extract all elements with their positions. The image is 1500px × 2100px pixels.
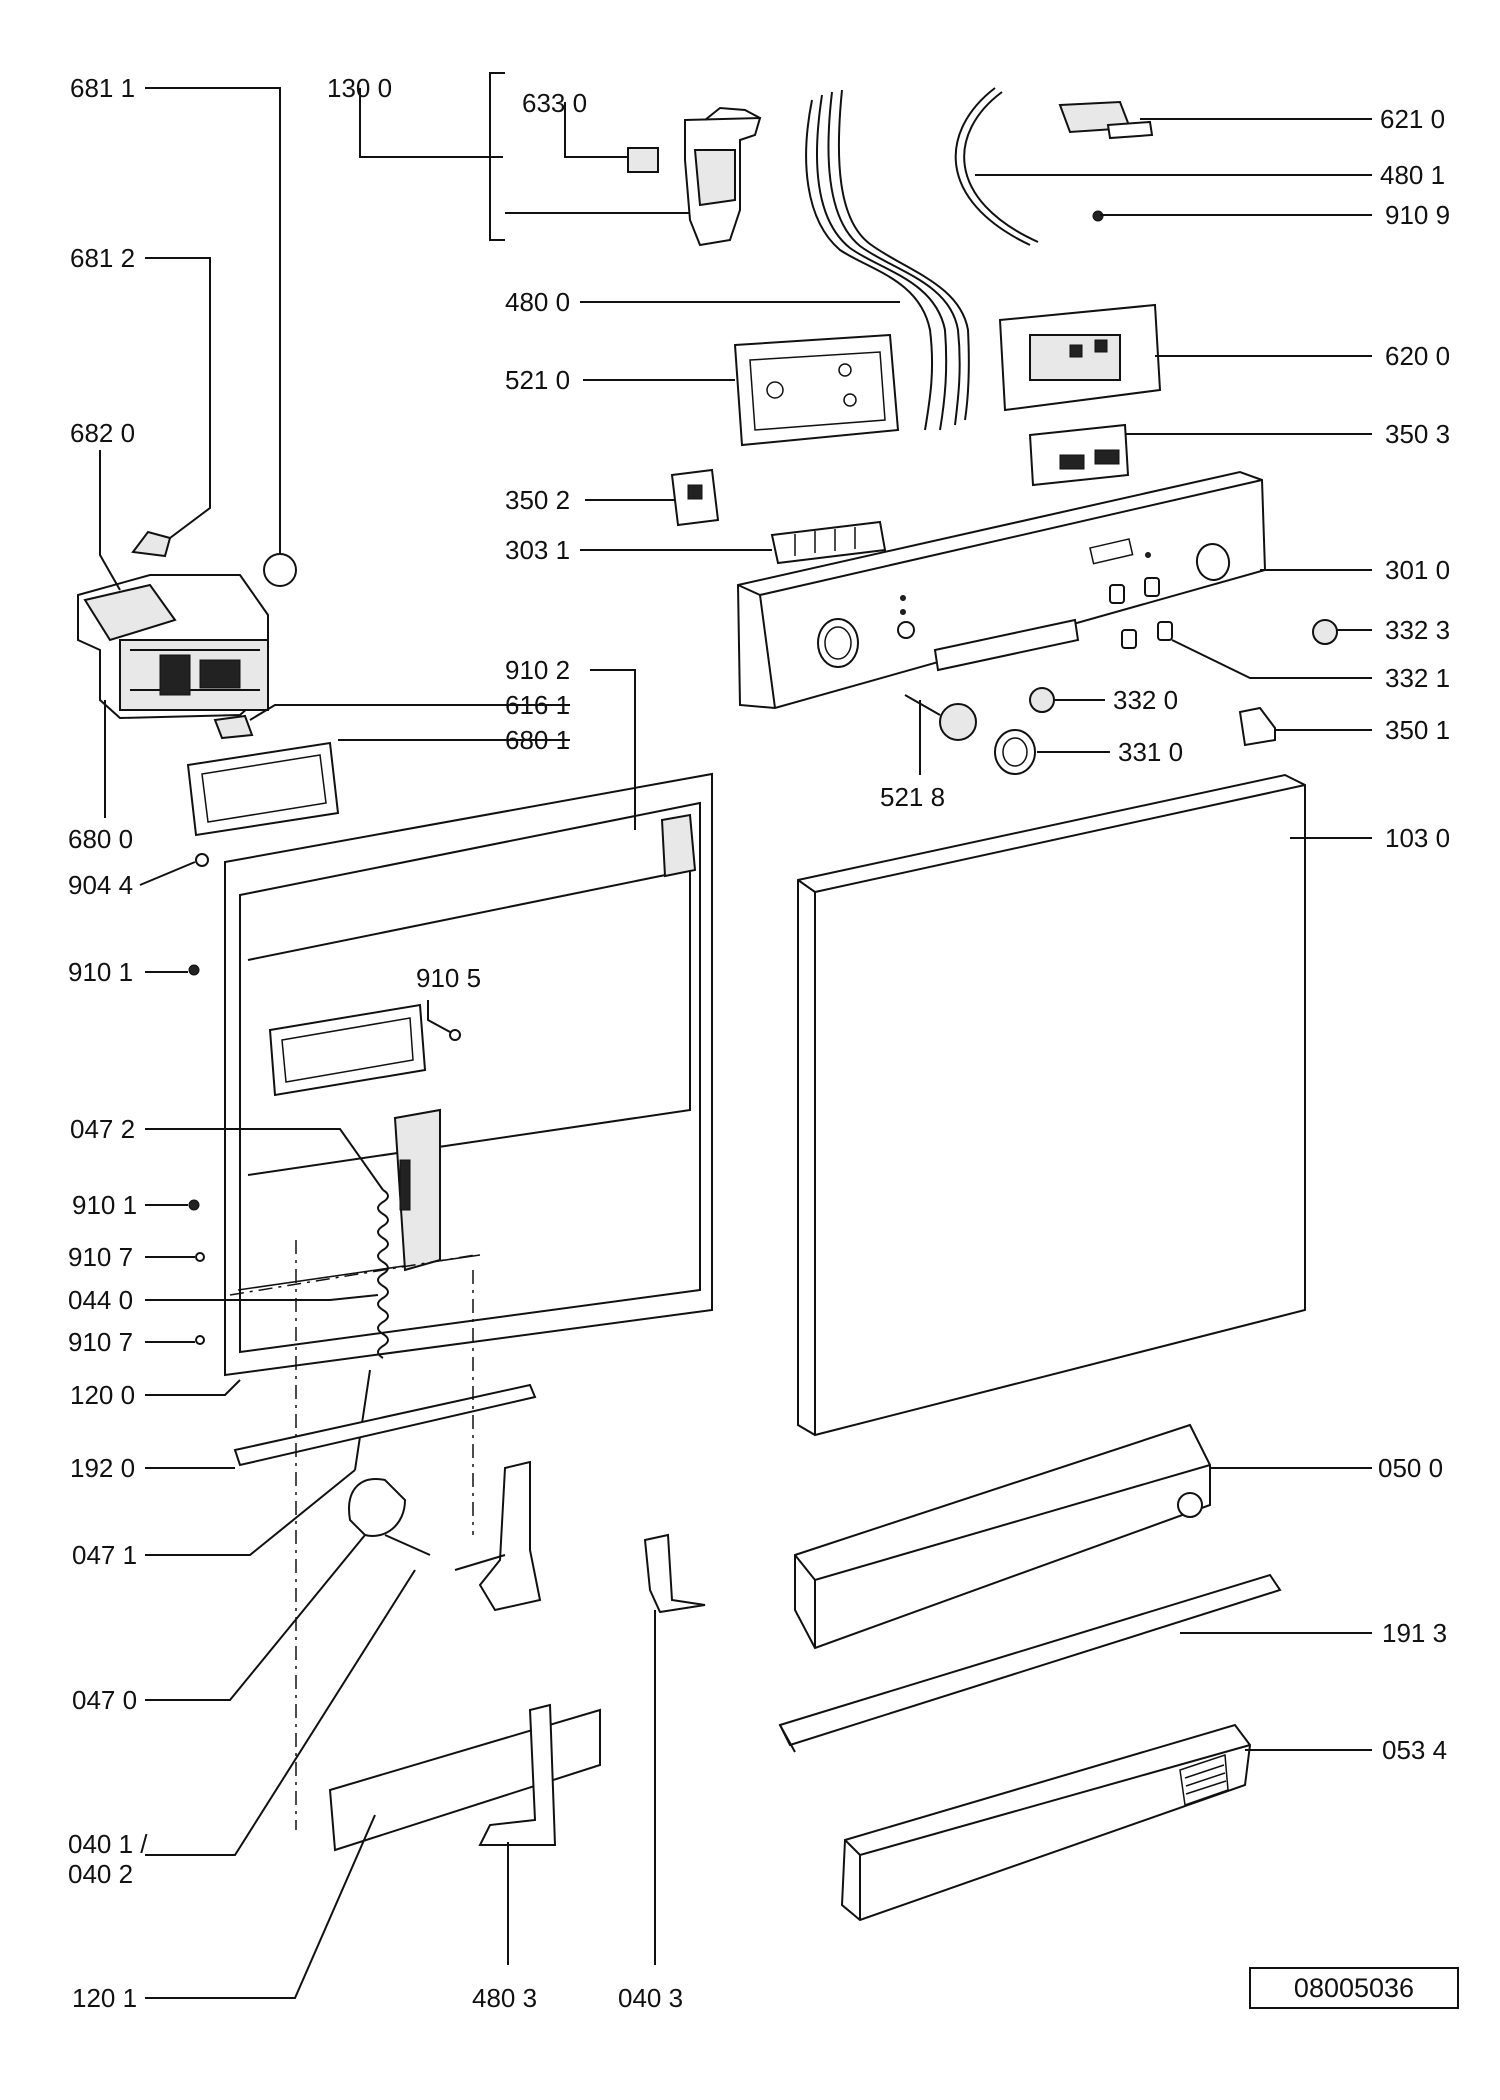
callout-053-4: 053 4 xyxy=(1382,1735,1447,1765)
part-040-1-hinge xyxy=(454,1460,542,1612)
callout-621-0: 621 0 xyxy=(1380,104,1445,134)
callout-303-1: 303 1 xyxy=(505,535,570,565)
part-120-0-inner-door xyxy=(224,772,713,1377)
part-621-0-connector xyxy=(1058,100,1154,140)
callout-616-1: 616 1 xyxy=(505,690,570,720)
callout-192-0: 192 0 xyxy=(70,1453,135,1483)
callout-633-0: 633 0 xyxy=(522,88,587,118)
callout-040-3: 040 3 xyxy=(618,1983,683,2013)
callout-681-1: 681 1 xyxy=(70,73,135,103)
part-521-8-selector xyxy=(904,694,977,741)
callout-480-0: 480 0 xyxy=(505,287,570,317)
part-044-0-spring xyxy=(377,1189,389,1359)
callout-620-0: 620 0 xyxy=(1385,341,1450,371)
part-050-0-kick-rail xyxy=(794,1423,1211,1650)
callout-120-0: 120 0 xyxy=(70,1380,135,1410)
part-350-2-module xyxy=(670,468,720,527)
part-480-1-wire xyxy=(954,87,1039,246)
part-332-3-knob xyxy=(1312,619,1338,645)
callout-910-1-upper: 910 1 xyxy=(68,957,133,987)
callout-350-3: 350 3 xyxy=(1385,419,1450,449)
part-350-3-button-module xyxy=(1028,423,1130,487)
callout-332-0: 332 0 xyxy=(1113,685,1178,715)
part-047-0-pulley xyxy=(348,1478,431,1556)
part-350-1-cover xyxy=(1238,706,1276,747)
part-130-0-door-lock xyxy=(684,106,762,247)
callout-040-1: 040 1 / xyxy=(68,1829,148,1859)
callout-521-8: 521 8 xyxy=(880,782,945,812)
callout-910-7-upper: 910 7 xyxy=(68,1242,133,1272)
callout-521-0: 521 0 xyxy=(505,365,570,395)
part-910-7b-screw xyxy=(195,1335,205,1345)
alignment-lines xyxy=(229,1240,476,1830)
callout-682-0: 682 0 xyxy=(70,418,135,448)
callout-040-2: 040 2 xyxy=(68,1859,133,1889)
callout-191-3: 191 3 xyxy=(1382,1618,1447,1648)
callout-910-7-lower: 910 7 xyxy=(68,1327,133,1357)
part-910-1a-screw xyxy=(188,964,200,976)
callout-480-3: 480 3 xyxy=(472,1983,537,2013)
callout-680-1: 680 1 xyxy=(505,725,570,755)
part-332-0-knob xyxy=(1029,687,1055,713)
part-910-5-screw xyxy=(449,1029,461,1041)
callout-047-1: 047 1 xyxy=(72,1540,137,1570)
callout-910-2: 910 2 xyxy=(505,655,570,685)
part-910-7a-screw xyxy=(195,1252,205,1262)
part-681-2-clip xyxy=(131,530,172,558)
part-620-0-board xyxy=(998,303,1162,412)
part-332-1-buttons xyxy=(1121,621,1173,649)
leader-lines xyxy=(99,72,1372,1999)
drawing-number-box: 08005036 xyxy=(1249,1967,1459,2009)
part-301-0-control-panel xyxy=(736,470,1267,710)
part-103-0-outer-door xyxy=(797,773,1306,1437)
callout-332-1: 332 1 xyxy=(1385,663,1450,693)
part-904-4-screw xyxy=(195,853,209,867)
callout-130-0: 130 0 xyxy=(327,73,392,103)
part-910-1b-screw xyxy=(188,1199,200,1211)
callout-047-2: 047 2 xyxy=(70,1114,135,1144)
callout-910-5: 910 5 xyxy=(416,963,481,993)
callout-120-1: 120 1 xyxy=(72,1983,137,2013)
callout-910-9: 910 9 xyxy=(1385,200,1450,230)
callout-labels: 681 1 130 0 633 0 621 0 480 1 910 9 681 … xyxy=(68,73,1450,2013)
part-120-1-lower-plate xyxy=(328,1708,601,1852)
part-681-1-plug xyxy=(263,553,297,587)
callout-681-2: 681 2 xyxy=(70,243,135,273)
part-521-0-control-module xyxy=(733,333,900,447)
callout-050-0: 050 0 xyxy=(1378,1453,1443,1483)
callout-904-4: 904 4 xyxy=(68,870,133,900)
callout-332-3: 332 3 xyxy=(1385,615,1450,645)
part-303-1-key-strip xyxy=(770,520,887,565)
part-047-1-cable xyxy=(354,1369,371,1471)
callout-350-2: 350 2 xyxy=(505,485,570,515)
part-480-3-arm xyxy=(478,1703,557,1846)
callout-301-0: 301 0 xyxy=(1385,555,1450,585)
part-040-3-hinge xyxy=(643,1533,706,1614)
callout-910-1-lower: 910 1 xyxy=(72,1190,137,1220)
part-192-0-strip xyxy=(233,1383,537,1467)
part-680-1-gasket xyxy=(186,741,340,837)
part-331-0-ring xyxy=(994,729,1036,775)
callout-331-0: 331 0 xyxy=(1118,737,1183,767)
part-480-0-wire-harness xyxy=(805,89,970,431)
callout-480-1: 480 1 xyxy=(1380,160,1445,190)
callout-350-1: 350 1 xyxy=(1385,715,1450,745)
part-616-1-latch xyxy=(213,714,254,740)
part-680-0-dispenser xyxy=(77,574,269,720)
drawing-number: 08005036 xyxy=(1294,1973,1414,2003)
callout-680-0: 680 0 xyxy=(68,824,133,854)
callout-103-0: 103 0 xyxy=(1385,823,1450,853)
callout-047-0: 047 0 xyxy=(72,1685,137,1715)
callout-044-0: 044 0 xyxy=(68,1285,133,1315)
part-633-0-switch xyxy=(627,147,659,173)
part-053-4-plinth xyxy=(840,1723,1252,1922)
part-191-3-seal-strip xyxy=(778,1573,1282,1753)
